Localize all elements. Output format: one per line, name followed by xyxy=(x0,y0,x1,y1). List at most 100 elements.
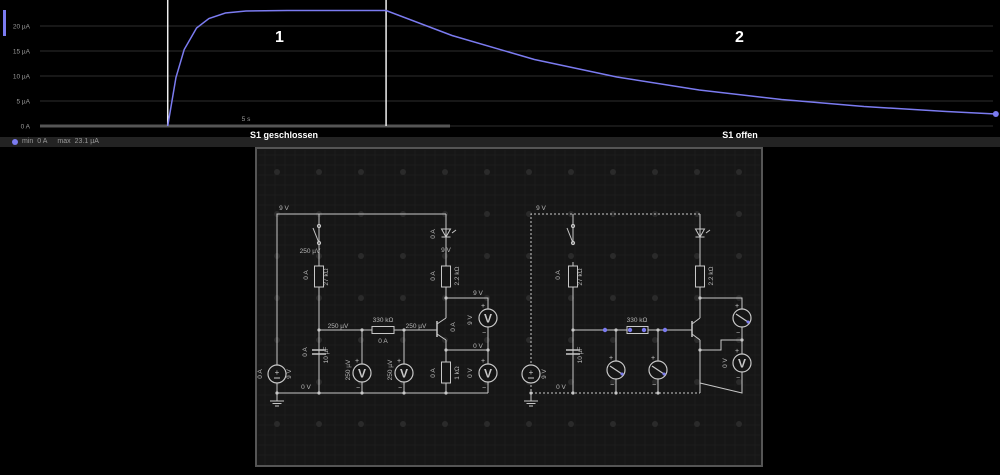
circuit-canvas[interactable] xyxy=(255,147,763,467)
voltmeter-v-icon: V xyxy=(484,312,492,326)
grid-dot xyxy=(610,337,616,343)
wire xyxy=(446,297,489,393)
transistor-collector xyxy=(691,317,701,325)
grid-dot xyxy=(610,253,616,259)
voltmeter-body xyxy=(394,363,414,383)
grid-dot xyxy=(526,211,532,217)
meter-needle-icon xyxy=(609,365,623,375)
trace-selector xyxy=(3,10,6,36)
minus-sign-icon: − xyxy=(398,385,402,392)
resistor xyxy=(371,326,395,334)
switch-s1 xyxy=(566,227,574,244)
grid-dot xyxy=(526,169,532,175)
value-label: 0 V xyxy=(467,367,474,377)
phase-1-label: S1 geschlossen xyxy=(249,130,319,140)
value-label: 2.2 kΩ xyxy=(454,266,461,285)
grid-dot xyxy=(610,295,616,301)
voltmeter: V+− xyxy=(478,358,498,392)
junction-dot xyxy=(614,328,618,332)
legend-max-value: 23.1 µA xyxy=(74,138,99,145)
voltmeter-v-icon: V xyxy=(400,367,408,381)
voltmeter-body xyxy=(478,363,498,383)
switch-contact xyxy=(570,223,576,229)
grid-dot xyxy=(400,295,406,301)
grid-dot xyxy=(694,253,700,259)
plus-sign-icon: + xyxy=(481,303,485,310)
junction-dot xyxy=(444,296,448,300)
junction-dot xyxy=(486,348,490,352)
led-light-ray xyxy=(451,229,457,234)
value-label: 330 kΩ xyxy=(373,317,394,324)
minus-sign-icon: − xyxy=(652,382,656,389)
value-label: 0 A xyxy=(430,271,437,281)
grid-dot xyxy=(652,253,658,259)
y-tick-label: 15 µA xyxy=(13,49,31,56)
grid-dot xyxy=(652,295,658,301)
grid-dot xyxy=(358,169,364,175)
value-label: 10 µF xyxy=(323,347,330,364)
led-light-ray xyxy=(705,229,711,234)
value-label: 0 A xyxy=(450,322,457,332)
plus-sign-icon: + xyxy=(735,348,739,355)
voltmeter: +− xyxy=(606,355,626,389)
grid-dot xyxy=(316,421,322,427)
phase-1-number: 1 xyxy=(275,29,284,46)
grid-dot xyxy=(610,169,616,175)
value-label: 1 kΩ xyxy=(454,366,461,380)
voltmeter: V+− xyxy=(394,358,414,392)
value-label: 9 V xyxy=(441,247,451,254)
current-probe-dot xyxy=(641,327,647,333)
series-dot-icon xyxy=(12,138,18,145)
junction-dot xyxy=(571,391,575,395)
voltmeter-v-icon: V xyxy=(738,357,746,371)
grid-dot xyxy=(610,421,616,427)
resistor xyxy=(314,265,324,288)
grid-dot xyxy=(736,211,742,217)
trace-endpoint xyxy=(992,111,999,117)
minus-sign-icon: − xyxy=(736,330,740,337)
grid-dot xyxy=(274,421,280,427)
grid-dot xyxy=(694,211,700,217)
grid-dot xyxy=(358,421,364,427)
grid-dot xyxy=(400,337,406,343)
meter-probe xyxy=(746,320,750,324)
value-label: 9 V xyxy=(541,368,548,378)
current-trace xyxy=(166,9,996,127)
grid-dot xyxy=(736,169,742,175)
value-label: 250 µV xyxy=(300,248,321,255)
value-label: 0 V xyxy=(301,384,311,391)
junction-dot xyxy=(402,328,406,332)
grid-dot xyxy=(610,379,616,385)
wire xyxy=(699,297,743,394)
transistor-emitter xyxy=(436,333,447,341)
junction-dot xyxy=(317,391,321,395)
value-label: 0 A xyxy=(302,347,309,357)
legend-max-label: max xyxy=(57,138,71,145)
voltmeter: +− xyxy=(648,355,668,389)
junction-dot xyxy=(444,348,448,352)
minus-sign-icon: − xyxy=(482,330,486,337)
switch-contact xyxy=(570,240,576,246)
grid-dot xyxy=(400,253,406,259)
voltage-source xyxy=(267,364,287,384)
value-label: 0 V xyxy=(473,343,483,350)
legend-bar xyxy=(0,137,1000,147)
switch-contact xyxy=(316,223,322,229)
grid-dot xyxy=(358,295,364,301)
grid-dot xyxy=(694,379,700,385)
meter-needle-icon xyxy=(735,313,749,323)
junction-dot xyxy=(571,328,575,332)
grid-dot xyxy=(442,421,448,427)
wire xyxy=(700,339,742,351)
value-label: 9 V xyxy=(536,205,546,212)
plus-sign-icon: + xyxy=(651,355,655,362)
value-label: 9 V xyxy=(279,205,289,212)
value-label: 2.2 kΩ xyxy=(708,266,715,285)
y-tick-label: 0 A xyxy=(21,124,31,131)
plus-sign-icon: + xyxy=(481,358,485,365)
grid-dot xyxy=(484,211,490,217)
legend-min-label: min xyxy=(22,138,34,145)
plus-sign-icon: + xyxy=(735,303,739,310)
grid-dot xyxy=(694,421,700,427)
